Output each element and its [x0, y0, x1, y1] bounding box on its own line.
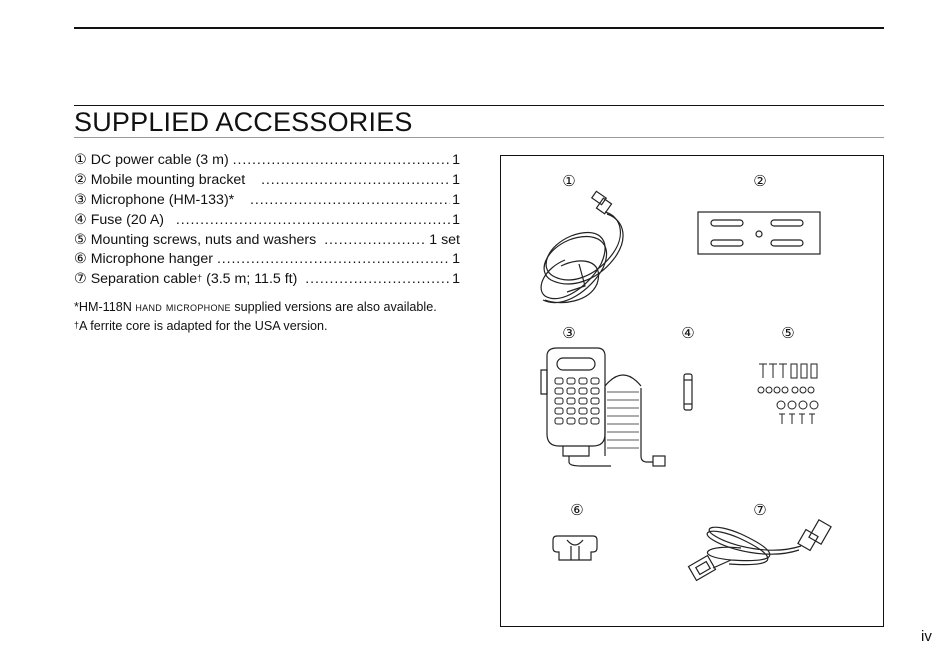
separation-cable-icon — [687, 519, 832, 582]
item-marker: ⑦ — [74, 271, 87, 288]
list-item: ③ Microphone (HM-133)* .................… — [74, 191, 460, 211]
list-item: ① DC power cable (3 m) .................… — [74, 151, 460, 171]
dc-power-cable-icon — [540, 190, 624, 304]
item-quantity: 1 — [452, 271, 460, 288]
microphone-icon — [540, 347, 666, 467]
item-marker: ① — [74, 152, 87, 168]
list-item: ⑤ Mounting screws, nuts and washers ....… — [74, 231, 460, 251]
figure-label-6: ⑥ — [570, 502, 584, 519]
item-marker: ⑥ — [74, 251, 87, 268]
dot-leader: ........................................… — [324, 231, 427, 248]
top-rule — [74, 27, 884, 29]
item-label: Microphone (HM-133)* — [90, 191, 235, 208]
item-marker: ③ — [74, 191, 87, 208]
item-quantity: 1 — [452, 211, 460, 228]
dagger-mark: † — [197, 273, 203, 284]
figure-label-5: ⑤ — [781, 325, 795, 342]
figure-label-1: ① — [562, 173, 576, 190]
item-label-detail: (3.5 m; 11.5 ft) — [202, 271, 298, 288]
dot-leader: ........................................… — [232, 152, 451, 168]
fuse-icon — [683, 373, 693, 411]
item-quantity: 1 — [452, 152, 460, 168]
item-label: Mobile mounting bracket — [90, 171, 246, 188]
dot-leader: ........................................… — [216, 251, 450, 268]
footnotes: *HM-118N HAND MICROPHONE supplied versio… — [74, 298, 474, 335]
dot-leader: ........................................… — [261, 171, 451, 188]
accessory-list: ① DC power cable (3 m) .................… — [74, 151, 460, 290]
item-marker: ② — [74, 171, 87, 188]
microphone-hanger-icon — [552, 535, 598, 561]
figure-label-2: ② — [753, 173, 767, 190]
footnote-microphone: *HM-118N HAND MICROPHONE supplied versio… — [74, 300, 437, 314]
mounting-bracket-icon — [697, 211, 821, 255]
list-item: ② Mobile mounting bracket ..............… — [74, 171, 460, 191]
item-quantity: 1 — [452, 191, 460, 208]
footnote-ferrite: †A ferrite core is adapted for the USA v… — [74, 318, 328, 333]
title-underline — [74, 137, 884, 138]
item-marker: ⑤ — [74, 231, 87, 248]
list-item: ④ Fuse (20 A) ..........................… — [74, 211, 460, 231]
page-title: SUPPLIED ACCESSORIES — [74, 107, 413, 137]
item-quantity: 1 — [452, 251, 460, 268]
item-quantity: 1 — [452, 171, 460, 188]
item-marker: ④ — [74, 211, 87, 228]
item-label: Microphone hanger — [90, 251, 213, 268]
list-item: ⑥ Microphone hanger ....................… — [74, 250, 460, 270]
figure-label-4: ④ — [681, 325, 695, 342]
item-label: Fuse (20 A) — [90, 211, 165, 228]
figure-label-7: ⑦ — [753, 502, 767, 519]
dot-leader: ........................................… — [250, 191, 450, 208]
list-item: ⑦ Separation cable† (3.5 m; 11.5 ft) ...… — [74, 270, 460, 290]
screws-nuts-washers-icon — [757, 363, 819, 424]
figure-label-3: ③ — [562, 325, 576, 342]
item-quantity: 1 set — [429, 231, 460, 248]
accessories-illustration: ① ② ③ ④ ⑤ ⑥ ⑦ — [500, 155, 884, 627]
dot-leader: ........................................… — [175, 211, 450, 228]
item-label: Mounting screws, nuts and washers — [90, 231, 317, 248]
item-label: DC power cable (3 m) — [90, 152, 229, 168]
title-rule — [74, 105, 884, 106]
dot-leader: ........................................… — [305, 271, 451, 288]
page-number: iv — [921, 628, 932, 645]
item-label: Separation cable — [90, 271, 198, 288]
